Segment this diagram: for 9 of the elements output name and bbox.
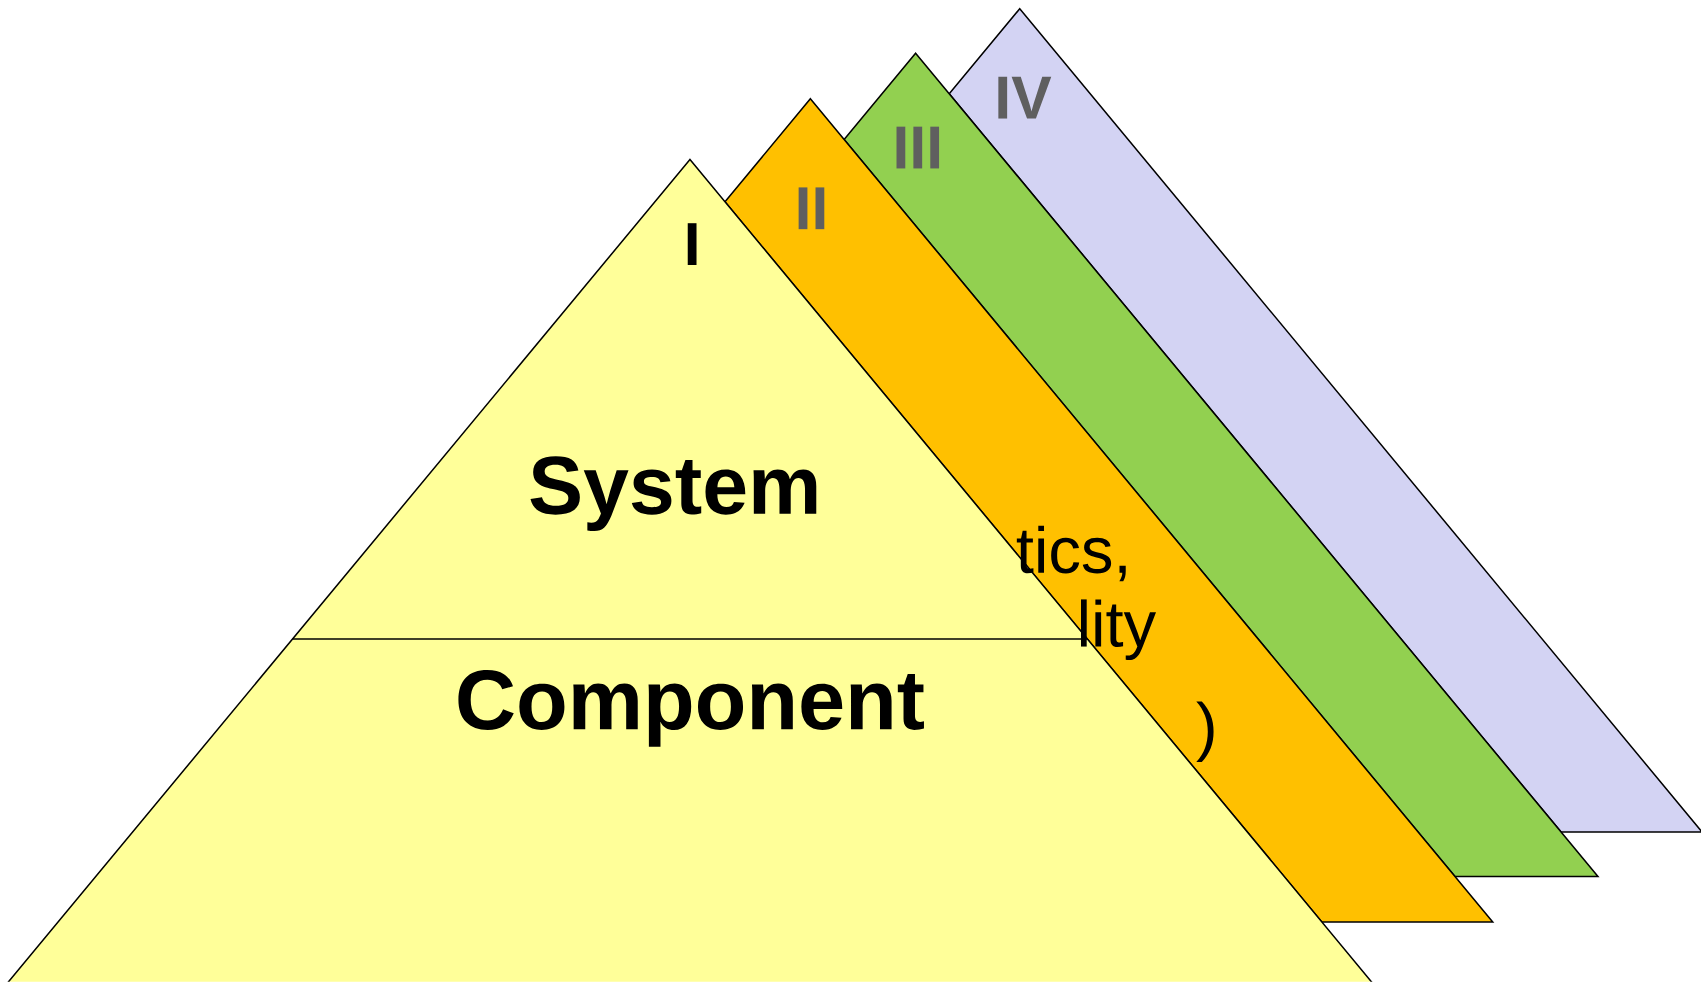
numeral-label: III	[896, 126, 940, 169]
numeral-label: I	[687, 223, 697, 266]
numeral-label: IV	[998, 76, 1052, 119]
text-label: System	[530, 456, 817, 532]
numeral-label: II	[798, 187, 825, 230]
text-label: )	[1196, 701, 1214, 763]
text-label: Component	[458, 670, 924, 747]
text-label: lity	[1081, 599, 1156, 661]
text-label: tics,	[1016, 525, 1126, 582]
